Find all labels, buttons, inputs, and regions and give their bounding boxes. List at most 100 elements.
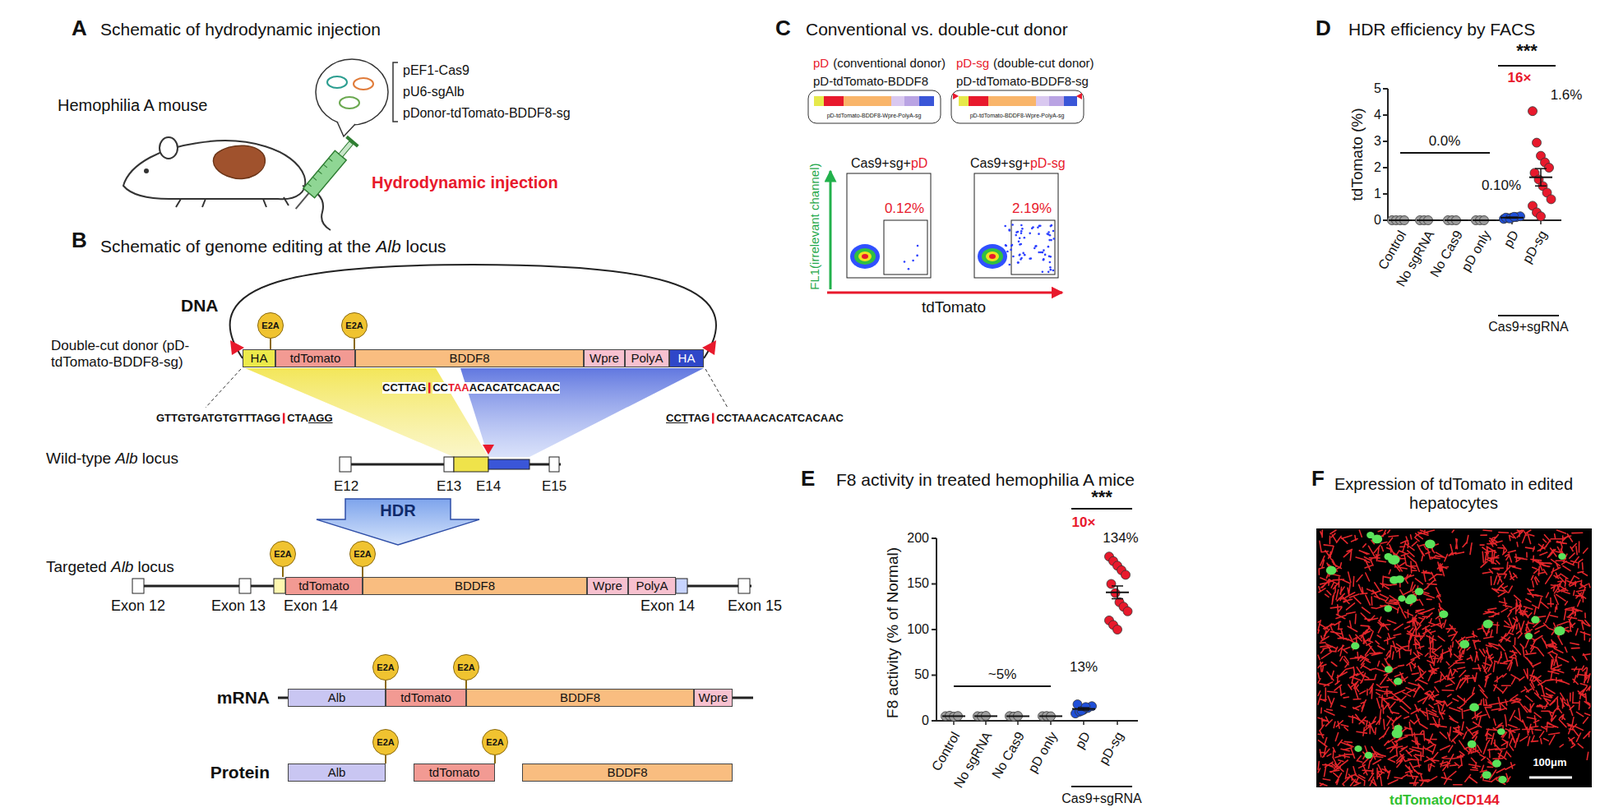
- data-dot: [1106, 579, 1116, 589]
- edited-hepatocyte: [1389, 576, 1399, 585]
- mouse-illustration: [302, 185, 331, 231]
- wild-type-locus: [482, 444, 495, 455]
- segment-box: BDDF8: [362, 577, 588, 596]
- flow-plots: [850, 244, 880, 269]
- mean-line: [1444, 219, 1468, 222]
- annotation-text: Exon 14: [640, 597, 695, 616]
- data-dot: [1123, 606, 1133, 616]
- segment-box: PolyA: [624, 349, 670, 368]
- flow-plots: [854, 248, 876, 265]
- bracket-line: [953, 685, 1051, 688]
- e2a-circle: E2A: [481, 729, 509, 756]
- segment-box: BDDF8: [355, 349, 584, 368]
- data-dot: [1532, 208, 1542, 218]
- data-dot: [1536, 212, 1546, 222]
- axis-tick: [1399, 220, 1402, 225]
- annotation-text: Exon 13: [211, 597, 266, 616]
- node-text: HDR: [379, 501, 416, 520]
- protein-illustration: [494, 755, 496, 764]
- annotation-text: Hydrodynamic injection: [371, 173, 559, 193]
- annotation-text: Targeted: [46, 558, 107, 577]
- flow-event: [1014, 234, 1018, 237]
- data-dot: [1079, 705, 1089, 715]
- node-text: E2A: [273, 549, 292, 560]
- flow-event: [903, 260, 907, 264]
- edited-hepatocyte: [1395, 575, 1405, 583]
- edited-hepatocyte: [1497, 728, 1505, 736]
- data-dot: [1121, 570, 1131, 580]
- data-dot: [1503, 213, 1513, 223]
- mouse-illustration: [159, 137, 178, 159]
- data-dot: [1075, 707, 1085, 717]
- mrna-illustration: [465, 680, 468, 690]
- mean-line: [1500, 217, 1524, 219]
- segment-box: tdTomato: [285, 577, 363, 596]
- mini-plasmids: [813, 96, 824, 107]
- cut-site-mark: [282, 413, 286, 425]
- axis-tick: [1511, 220, 1513, 225]
- flow-event: [1049, 266, 1052, 269]
- node-text: E2A: [376, 737, 394, 748]
- arrow-shape: [316, 499, 480, 546]
- flow-event: [1031, 227, 1034, 231]
- panel-title: locus: [406, 236, 447, 257]
- e2a-circle: E2A: [453, 654, 480, 681]
- segment-box: HA: [242, 349, 276, 368]
- annotation-text: pD-tdTomato-BDDF8-Wpre-PolyA-sg: [827, 112, 922, 120]
- y-axis: [1387, 88, 1389, 221]
- data-dot: [1081, 702, 1091, 713]
- flow-event: [1017, 261, 1020, 264]
- annotation-text: pDonor-tdTomato-BDDF8-sg: [402, 106, 571, 121]
- flow-event: [1039, 224, 1042, 227]
- flow-event: [1020, 224, 1023, 227]
- edited-hepatocyte: [1393, 678, 1402, 686]
- data-dot: [1544, 163, 1554, 173]
- edited-hepatocyte: [1530, 616, 1540, 625]
- edited-hepatocyte: [1438, 610, 1448, 619]
- axis-tick: [1382, 87, 1388, 90]
- flow-event: [1006, 250, 1009, 254]
- data-dot: [1542, 188, 1552, 198]
- edited-hepatocyte: [1393, 725, 1402, 733]
- axis-tick: [984, 721, 987, 726]
- flow-event: [1047, 233, 1050, 236]
- data-dot: [1512, 212, 1522, 222]
- annotation-text: 13%: [1069, 659, 1098, 676]
- annotation-text: 134%: [1102, 530, 1138, 547]
- node-text: tdTomato: [298, 579, 350, 594]
- targeted-locus: [132, 578, 144, 594]
- segment-box: Wpre: [693, 689, 733, 708]
- wild-type-locus: [453, 457, 489, 472]
- flow-event: [1020, 230, 1023, 233]
- flow-event: [1042, 258, 1046, 262]
- data-dot: [949, 712, 959, 722]
- flow-event: [1049, 225, 1053, 228]
- data-dot: [1105, 615, 1115, 625]
- annotation-text: Cas9+sgRNA: [1488, 319, 1568, 335]
- speech-bubble: [339, 97, 360, 109]
- wild-type-locus: [443, 457, 454, 472]
- category-label: pD: [1072, 729, 1094, 752]
- axis-tick: [1382, 193, 1388, 195]
- data-dot: [1396, 216, 1406, 226]
- axis-tick: [952, 721, 955, 726]
- segment-box: PolyA: [628, 577, 676, 596]
- tick-label: 150: [906, 576, 930, 592]
- node-text: E2A: [485, 737, 504, 748]
- flow-plots: [977, 244, 1008, 269]
- axis-tick: [1382, 166, 1388, 169]
- data-dot: [1114, 597, 1124, 607]
- flow-event: [1034, 245, 1037, 248]
- e2a-circle: E2A: [269, 541, 296, 568]
- flow-event: [1048, 255, 1051, 259]
- panel-letter: F: [1311, 467, 1325, 492]
- edited-hepatocyte: [1354, 745, 1362, 753]
- edited-hepatocyte: [1388, 554, 1401, 565]
- data-dot: [973, 712, 983, 722]
- error-bar: [1535, 185, 1547, 188]
- mean-line: [974, 715, 998, 717]
- edited-hepatocyte: [1391, 729, 1403, 739]
- node-text: Alb: [328, 766, 347, 781]
- flow-event: [1008, 263, 1011, 267]
- flow-event: [1053, 237, 1056, 241]
